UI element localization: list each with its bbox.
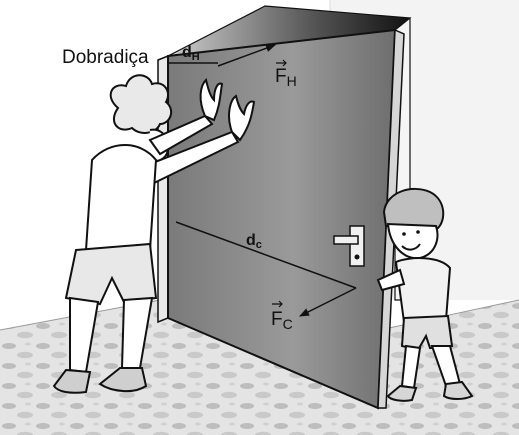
- force-man-arrow: [217, 44, 276, 67]
- force-child-sub: C: [283, 316, 293, 332]
- force-child-main: F: [271, 309, 283, 330]
- force-man-label: FH: [275, 66, 297, 89]
- distance-man-sub: H: [192, 51, 200, 63]
- man-figure: [52, 74, 256, 394]
- child-figure: [376, 187, 474, 402]
- force-man-sub: H: [287, 73, 297, 89]
- distance-man-label: dH: [182, 44, 200, 63]
- distance-child-line: [175, 221, 357, 289]
- distance-man-main: d: [182, 44, 192, 61]
- hinge-label: Dobradiça: [62, 47, 149, 68]
- force-man-vector-mark: [276, 59, 287, 67]
- distance-child-sub: c: [256, 239, 262, 251]
- force-child-vector-mark: [272, 300, 283, 308]
- force-child-arrow: [299, 287, 357, 317]
- distance-child-label: dc: [246, 232, 262, 251]
- distance-child-main: d: [246, 232, 256, 249]
- door-handle: [333, 225, 365, 267]
- force-man-main: F: [275, 66, 287, 87]
- force-child-label: FC: [271, 309, 293, 332]
